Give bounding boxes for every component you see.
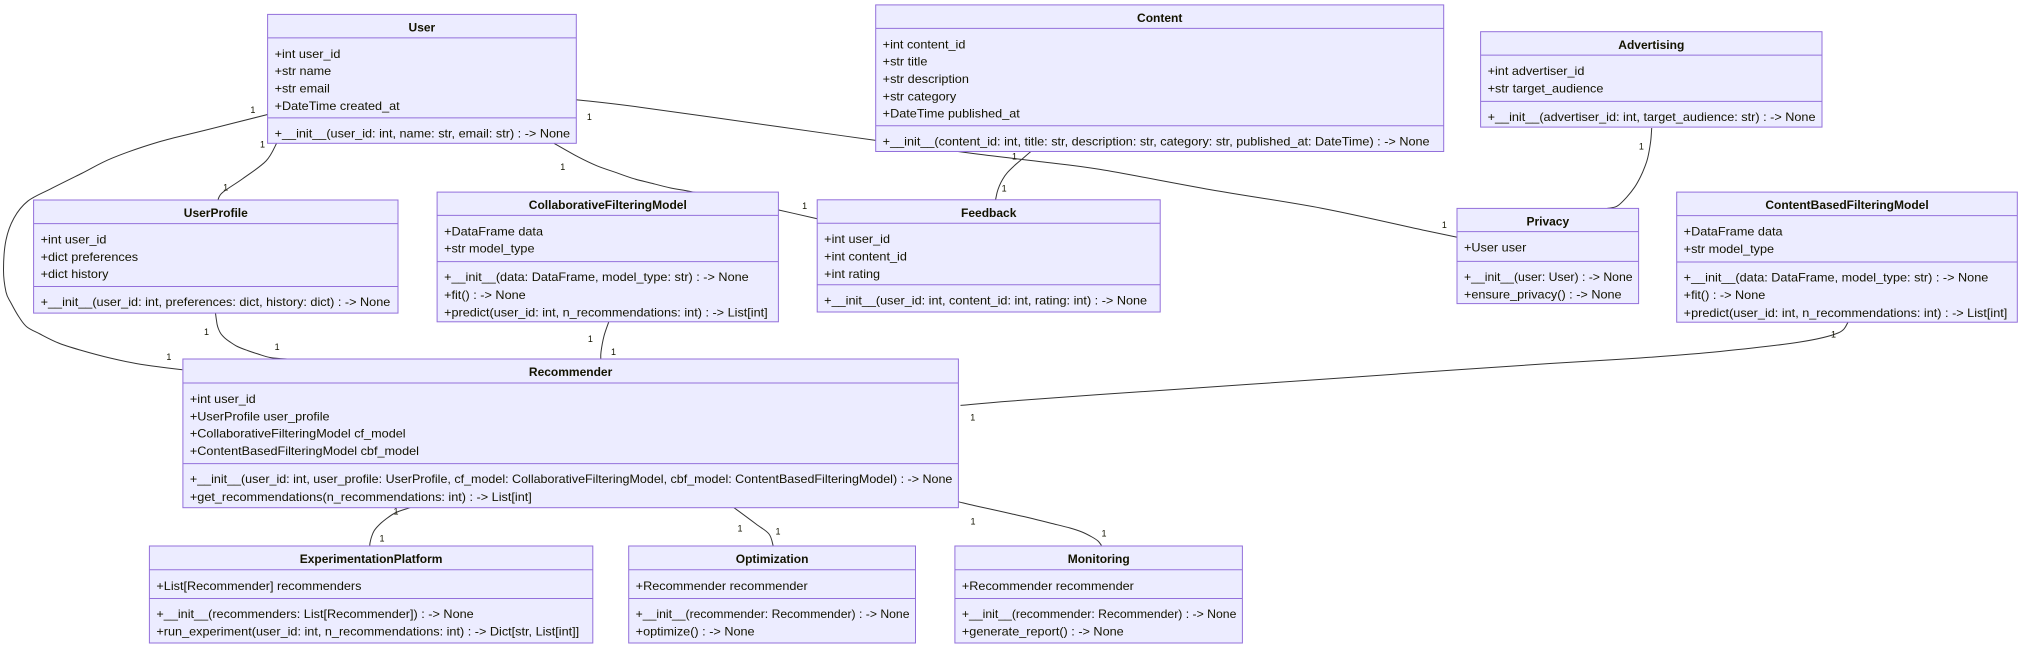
svg-text:+int user_id: +int user_id	[275, 47, 341, 61]
svg-text:+__init__(user_id: int, name:: +__init__(user_id: int, name: str, email…	[275, 127, 571, 141]
svg-text:1: 1	[250, 105, 255, 115]
svg-text:1: 1	[737, 524, 742, 534]
svg-text:1: 1	[1002, 184, 1007, 194]
svg-text:+int content_id: +int content_id	[883, 37, 966, 51]
svg-text:+__init__(user: User) : -> Non: +__init__(user: User) : -> None	[1464, 270, 1633, 284]
svg-text:+DataFrame data: +DataFrame data	[444, 224, 543, 238]
svg-text:+__init__(recommender: Recomme: +__init__(recommender: Recommender) : ->…	[962, 607, 1237, 621]
svg-text:1: 1	[970, 517, 975, 527]
svg-text:+str model_type: +str model_type	[444, 242, 535, 256]
svg-text:1: 1	[1101, 529, 1106, 539]
svg-text:1: 1	[1831, 330, 1836, 340]
svg-text:UserProfile: UserProfile	[184, 206, 248, 220]
svg-text:+int rating: +int rating	[824, 267, 880, 281]
svg-text:+int content_id: +int content_id	[824, 250, 907, 264]
svg-text:1: 1	[587, 112, 592, 122]
svg-text:+optimize() : -> None: +optimize() : -> None	[636, 625, 755, 639]
svg-text:1: 1	[260, 139, 265, 149]
svg-text:Content: Content	[1137, 11, 1182, 25]
svg-text:+run_experiment(user_id: int,: +run_experiment(user_id: int, n_recommen…	[156, 625, 579, 639]
svg-text:+__init__(user_id: int, prefer: +__init__(user_id: int, preferences: dic…	[41, 295, 391, 309]
svg-text:CollaborativeFilteringModel: CollaborativeFilteringModel	[529, 198, 687, 212]
svg-text:1: 1	[1639, 142, 1644, 152]
svg-text:+DateTime created_at: +DateTime created_at	[275, 99, 401, 113]
svg-text:+fit() : -> None: +fit() : -> None	[444, 288, 526, 302]
svg-text:+str target_audience: +str target_audience	[1488, 81, 1604, 95]
svg-text:+User user: +User user	[1464, 241, 1526, 255]
svg-text:1: 1	[379, 534, 384, 544]
svg-text:+__init__(advertiser_id: int,: +__init__(advertiser_id: int, target_aud…	[1488, 110, 1816, 124]
svg-text:+generate_report() : -> None: +generate_report() : -> None	[962, 625, 1124, 639]
svg-text:+predict(user_id: int, n_recom: +predict(user_id: int, n_recommendations…	[444, 305, 768, 319]
svg-text:Privacy: Privacy	[1526, 215, 1569, 229]
svg-text:1: 1	[970, 412, 975, 422]
svg-text:Monitoring: Monitoring	[1068, 552, 1130, 566]
svg-text:+fit() : -> None: +fit() : -> None	[1684, 288, 1766, 302]
svg-text:ExperimentationPlatform: ExperimentationPlatform	[300, 552, 443, 566]
svg-text:+int user_id: +int user_id	[41, 233, 107, 247]
svg-text:+DateTime published_at: +DateTime published_at	[883, 107, 1021, 121]
svg-text:User: User	[409, 21, 436, 35]
svg-text:ContentBasedFilteringModel: ContentBasedFilteringModel	[1765, 198, 1928, 212]
svg-text:+Recommender recommender: +Recommender recommender	[636, 579, 808, 593]
svg-text:1: 1	[223, 182, 228, 192]
svg-text:1: 1	[588, 334, 593, 344]
svg-text:+__init__(user_id: int, user_p: +__init__(user_id: int, user_profile: Us…	[190, 472, 953, 486]
svg-text:+str model_type: +str model_type	[1684, 242, 1775, 256]
svg-text:+str title: +str title	[883, 55, 928, 69]
svg-text:+UserProfile user_profile: +UserProfile user_profile	[190, 409, 330, 423]
svg-text:+ensure_privacy() : -> None: +ensure_privacy() : -> None	[1464, 288, 1622, 302]
svg-text:+__init__(recommender: Recomme: +__init__(recommender: Recommender) : ->…	[636, 607, 910, 621]
svg-text:+int advertiser_id: +int advertiser_id	[1488, 64, 1585, 78]
svg-text:+__init__(content_id: int, tit: +__init__(content_id: int, title: str, d…	[883, 134, 1430, 148]
svg-text:1: 1	[611, 347, 616, 357]
svg-text:1: 1	[775, 526, 780, 536]
svg-text:+CollaborativeFilteringModel c: +CollaborativeFilteringModel cf_model	[190, 427, 406, 441]
svg-text:Advertising: Advertising	[1618, 38, 1684, 52]
svg-text:+int user_id: +int user_id	[190, 392, 256, 406]
svg-text:+get_recommendations(n_recomme: +get_recommendations(n_recommendations: …	[190, 490, 532, 504]
svg-text:1: 1	[393, 507, 398, 517]
svg-text:1: 1	[560, 162, 565, 172]
svg-text:1: 1	[166, 352, 171, 362]
svg-text:1: 1	[1012, 151, 1017, 161]
svg-text:1: 1	[1442, 220, 1447, 230]
svg-text:Recommender: Recommender	[529, 365, 613, 379]
svg-text:+__init__(user_id: int, conten: +__init__(user_id: int, content_id: int,…	[824, 293, 1147, 307]
svg-text:+int user_id: +int user_id	[824, 232, 890, 246]
svg-text:+__init__(data: DataFrame, mod: +__init__(data: DataFrame, model_type: s…	[1684, 271, 1989, 285]
svg-text:+DataFrame data: +DataFrame data	[1684, 225, 1783, 239]
svg-text:+predict(user_id: int, n_recom: +predict(user_id: int, n_recommendations…	[1684, 306, 2008, 320]
svg-text:1: 1	[802, 201, 807, 211]
svg-text:Optimization: Optimization	[736, 552, 809, 566]
svg-text:+str description: +str description	[883, 72, 969, 86]
svg-text:+__init__(data: DataFrame, mod: +__init__(data: DataFrame, model_type: s…	[444, 270, 749, 284]
svg-text:+dict preferences: +dict preferences	[41, 250, 139, 264]
svg-text:+str email: +str email	[275, 82, 330, 96]
svg-text:+List[Recommender] recommender: +List[Recommender] recommenders	[156, 579, 361, 593]
svg-text:+str name: +str name	[275, 64, 332, 78]
svg-text:+Recommender recommender: +Recommender recommender	[962, 579, 1134, 593]
svg-text:1: 1	[204, 327, 209, 337]
svg-text:+dict history: +dict history	[41, 267, 109, 281]
svg-text:+str category: +str category	[883, 89, 957, 103]
svg-text:+ContentBasedFilteringModel cb: +ContentBasedFilteringModel cbf_model	[190, 444, 419, 458]
svg-text:+__init__(recommenders: List[R: +__init__(recommenders: List[Recommender…	[156, 607, 474, 621]
svg-text:Feedback: Feedback	[961, 206, 1017, 220]
svg-text:1: 1	[275, 342, 280, 352]
